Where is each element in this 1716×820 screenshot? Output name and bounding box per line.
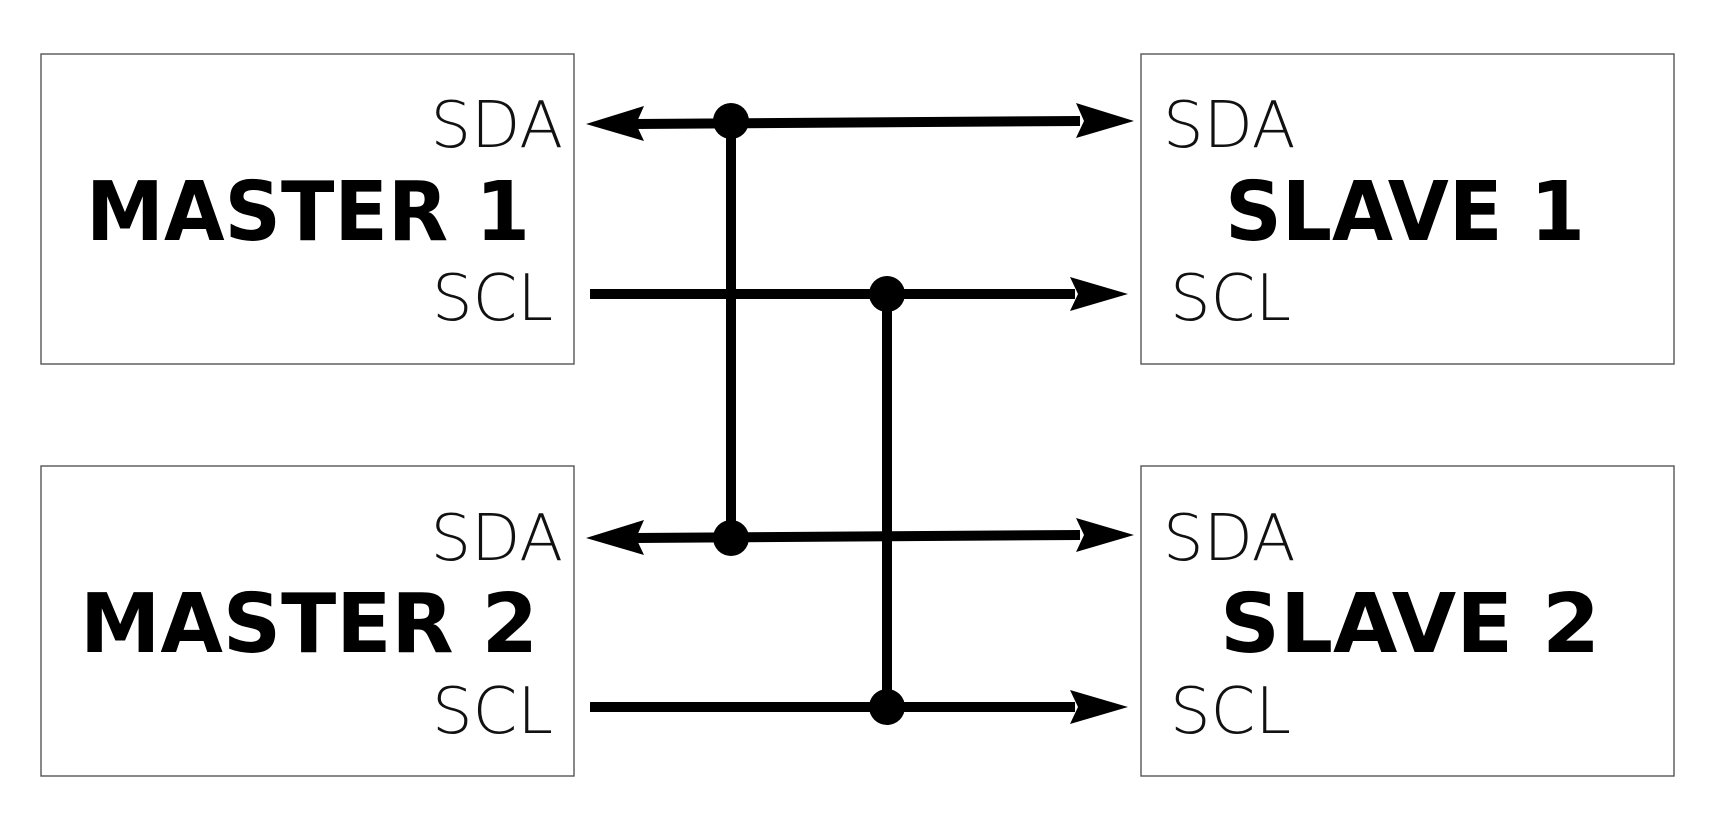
arrow-left-icon: [586, 520, 644, 555]
slave-2-device: SDA SLAVE 2 SCL: [1140, 465, 1675, 777]
master-1-device: SDA MASTER 1 SCL: [40, 53, 575, 365]
junction-dot-icon: [713, 103, 749, 139]
junction-dot-icon: [869, 689, 905, 725]
master-2-box: [40, 465, 575, 777]
sda-line-2: [629, 530, 1081, 543]
slave-2-sda-label: SDA: [1163, 502, 1296, 576]
slave-1-title: SLAVE 1: [1225, 165, 1585, 260]
arrow-right-icon: [1076, 518, 1134, 552]
master-2-scl-label: SCL: [432, 675, 553, 749]
slave-2-scl-label: SCL: [1170, 675, 1291, 749]
bus-wires: [590, 116, 1081, 712]
slave-2-box: [1140, 465, 1675, 777]
master-1-sda-label: SDA: [430, 89, 563, 163]
arrow-right-icon: [1070, 690, 1128, 724]
slave-2-title: SLAVE 2: [1220, 577, 1600, 672]
junctions: [713, 103, 905, 725]
master-1-title: MASTER 1: [86, 165, 530, 260]
slave-1-device: SDA SLAVE 1 SCL: [1140, 53, 1675, 365]
arrow-left-icon: [586, 106, 644, 141]
slave-1-sda-label: SDA: [1163, 89, 1296, 163]
arrowheads: [586, 103, 1134, 724]
junction-dot-icon: [869, 276, 905, 312]
master-2-sda-label: SDA: [430, 502, 563, 576]
junction-dot-icon: [713, 520, 749, 556]
slave-1-box: [1140, 53, 1675, 365]
master-1-scl-label: SCL: [432, 262, 553, 336]
arrow-right-icon: [1070, 277, 1128, 311]
master-1-box: [40, 53, 575, 365]
master-2-title: MASTER 2: [80, 577, 538, 672]
master-2-device: SDA MASTER 2 SCL: [40, 465, 575, 777]
arrow-right-icon: [1076, 103, 1134, 138]
slave-1-scl-label: SCL: [1170, 262, 1291, 336]
sda-line-1: [629, 116, 1081, 129]
